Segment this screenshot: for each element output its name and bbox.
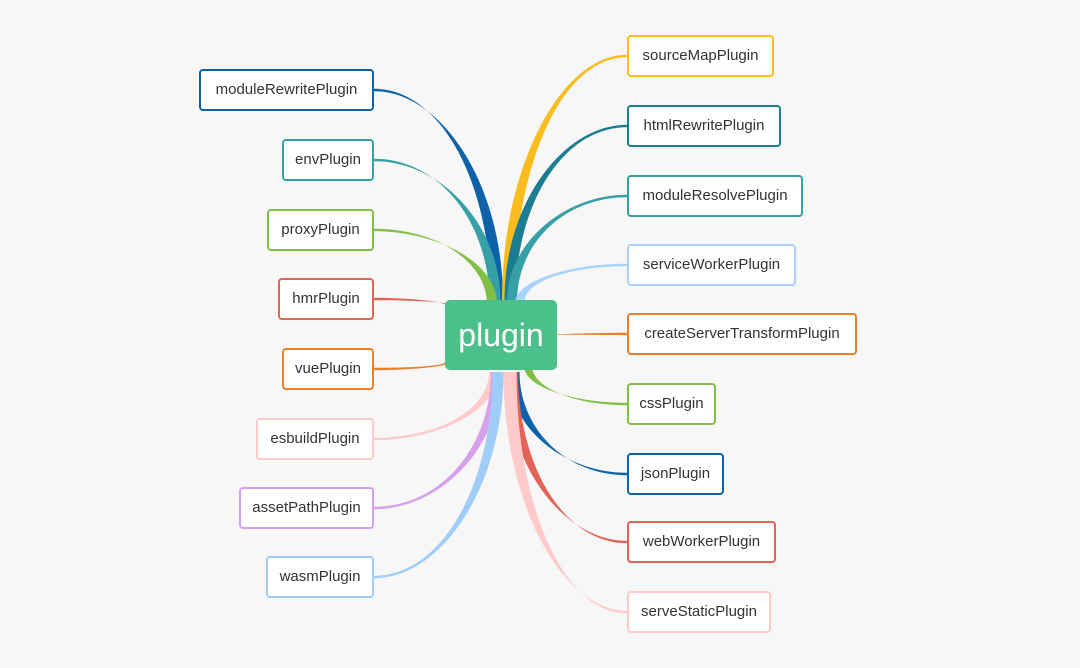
connector-right-8 xyxy=(503,372,627,614)
node-asset-path-plugin[interactable]: assetPathPlugin xyxy=(239,487,374,529)
node-hmr-plugin[interactable]: hmrPlugin xyxy=(278,278,374,320)
node-source-map-plugin[interactable]: sourceMapPlugin xyxy=(627,35,774,77)
node-wasm-plugin[interactable]: wasmPlugin xyxy=(266,556,374,598)
node-esbuild-plugin[interactable]: esbuildPlugin xyxy=(256,418,374,460)
connector-right-6 xyxy=(508,372,627,476)
node-service-worker-plugin[interactable]: serviceWorkerPlugin xyxy=(627,244,796,286)
node-serve-static-plugin[interactable]: serveStaticPlugin xyxy=(627,591,771,633)
node-module-resolve-plugin[interactable]: moduleResolvePlugin xyxy=(627,175,803,217)
node-create-server-transform-plugin[interactable]: createServerTransformPlugin xyxy=(627,313,857,355)
connector-left-1 xyxy=(374,158,501,302)
node-vue-plugin[interactable]: vuePlugin xyxy=(282,348,374,390)
node-html-rewrite-plugin[interactable]: htmlRewritePlugin xyxy=(627,105,781,147)
connector-right-1 xyxy=(504,124,627,300)
connector-right-5 xyxy=(524,366,627,406)
connector-left-7 xyxy=(374,372,504,579)
connector-left-4 xyxy=(374,362,451,371)
center-node-plugin[interactable]: plugin xyxy=(445,300,557,370)
connector-left-0 xyxy=(374,88,503,300)
connector-right-3 xyxy=(515,263,627,302)
connector-left-5 xyxy=(374,372,499,441)
connector-left-6 xyxy=(374,372,501,510)
connector-right-4 xyxy=(553,332,627,336)
connector-left-2 xyxy=(374,228,497,304)
node-css-plugin[interactable]: cssPlugin xyxy=(627,383,716,425)
node-proxy-plugin[interactable]: proxyPlugin xyxy=(267,209,374,251)
connector-right-2 xyxy=(507,194,627,302)
connector-right-7 xyxy=(506,372,627,544)
node-web-worker-plugin[interactable]: webWorkerPlugin xyxy=(627,521,776,563)
node-env-plugin[interactable]: envPlugin xyxy=(282,139,374,181)
connector-left-3 xyxy=(374,297,453,306)
node-json-plugin[interactable]: jsonPlugin xyxy=(627,453,724,495)
node-module-rewrite-plugin[interactable]: moduleRewritePlugin xyxy=(199,69,374,111)
